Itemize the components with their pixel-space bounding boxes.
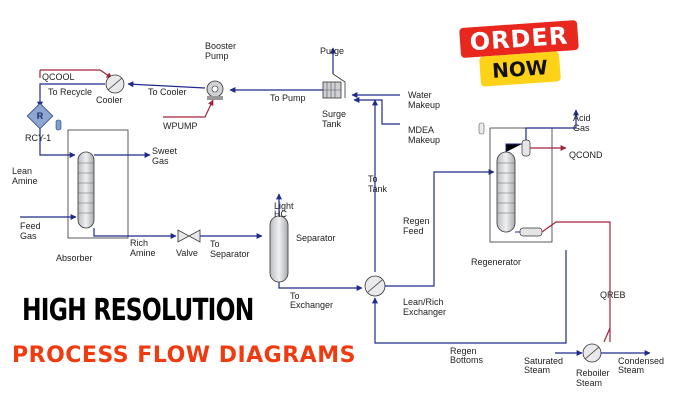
to-exchanger-label-1: To [290,291,300,301]
to-separator-label-2: Separator [210,249,250,259]
absorber-box [67,129,129,239]
surge-tank-unit [322,73,346,99]
regen-feed-stream [385,169,495,287]
lean-amine-label-1: Lean [12,166,32,176]
wpump-stream [163,99,214,118]
order-badge-line2: NOW [479,51,561,87]
regen-bottoms-label-1: Regen [450,346,477,356]
to-cooler-label: To Cooler [148,87,187,97]
order-badge-line1: ORDER [459,19,579,59]
condensed-steam-label-1: Condensed [618,356,664,366]
headline-subtitle: PROCESS FLOW DIAGRAMS [12,343,356,368]
wpump-label: WPUMP [163,121,198,131]
mdea-makeup-stream [353,97,400,125]
to-tank-label-2: Tank [368,184,388,194]
water-makeup-label-2: Makeup [408,100,440,110]
feed-gas-label-2: Gas [20,231,37,241]
to-separator-label-1: To [210,239,220,249]
to-recycle-label-1: To Recycle [48,87,92,97]
separator-vessel [269,215,289,283]
diagram-labels: QCOOL To Recycle Cooler To Cooler Booste… [12,41,664,388]
cooler-label: Cooler [96,95,123,105]
regen-bottoms-stream [372,250,567,344]
water-makeup-label-1: Water [408,90,432,100]
booster-pump-label-1: Booster [205,41,236,51]
energy-streams-top [39,69,214,118]
lean-rich-exchanger-unit [364,275,386,297]
absorber-label: Absorber [56,253,93,263]
acid-gas-label-1: Acid [573,113,591,123]
lean-amine-stream [39,125,76,158]
recycle-loop-streams [37,47,400,272]
rcy-label: RCY-1 [25,133,51,143]
regenerator-column [496,151,516,233]
mdea-makeup-label-2: Makeup [408,135,440,145]
regen-feed-label-1: Regen [403,216,430,226]
qcond-label: QCOND [569,150,603,160]
reboiler-drum [515,227,543,237]
booster-pump-label-2: Pump [205,51,229,61]
booster-pump-unit [206,80,224,100]
rich-amine-label-2: Amine [130,248,156,258]
surge-tank-label-2: Tank [322,119,342,129]
rich-amine-stream [93,228,177,239]
lean-amine-label-2: Amine [12,176,38,186]
qcool-label: QCOOL [42,72,75,82]
status-indicator-icon [55,119,62,131]
acid-gas-label-2: Gas [573,123,590,133]
saturated-steam-label-2: Steam [524,365,550,375]
headline-title: HIGH RESOLUTION [22,293,254,328]
saturated-steam-label-1: Saturated [524,356,563,366]
to-exchanger-label-2: Exchanger [290,300,333,310]
regen-feed-label-2: Feed [403,226,424,236]
qreb-end [603,327,611,343]
regen-bottoms-label-2: Bottoms [450,355,484,365]
regenerator-label: Regenerator [471,257,521,267]
separator-label: Separator [296,233,336,243]
valve-unit [177,229,201,243]
to-pump-label: To Pump [270,93,306,103]
cooler-unit [105,74,125,94]
sweet-gas-label-1: Sweet [152,146,178,156]
to-cooler-stream [127,81,206,89]
recycle-block [26,102,54,130]
sweet-gas-label-2: Gas [152,156,169,166]
lean-rich-exchanger-label-1: Lean/Rich [403,297,444,307]
absorber-column [77,151,95,229]
light-hc-label-1: Light [274,201,294,211]
surge-tank-label-1: Surge [322,109,346,119]
acid-gas-stream [525,109,579,140]
mdea-makeup-label-1: MDEA [408,125,434,135]
qcool-stream [40,69,113,79]
reboiler-steam-label-2: Steam [576,378,602,388]
to-recycle-stream [37,83,105,108]
rich-amine-label-1: Rich [130,238,148,248]
to-tank-label-1: To [368,174,378,184]
qreb-line [541,221,611,342]
purge-label: Purge [320,46,344,56]
condensed-steam-label-2: Steam [618,365,644,375]
to-exchanger-stream [278,282,363,291]
light-hc-label-2: HC [274,209,287,219]
condenser-drum [505,139,531,157]
reboiler-steam-exchanger [582,343,602,363]
regenerator-box [489,127,553,243]
order-now-badge[interactable]: ORDER NOW [459,19,579,87]
valve-label: Valve [176,248,198,258]
recycle-block-letter: R [37,111,44,121]
qreb-label: QREB [600,290,626,300]
reboiler-steam-label-1: Reboiler [576,368,610,378]
feed-gas-label-1: Feed [20,221,41,231]
status-indicator-icon-2 [478,122,485,135]
lean-rich-exchanger-label-2: Exchanger [403,307,446,317]
